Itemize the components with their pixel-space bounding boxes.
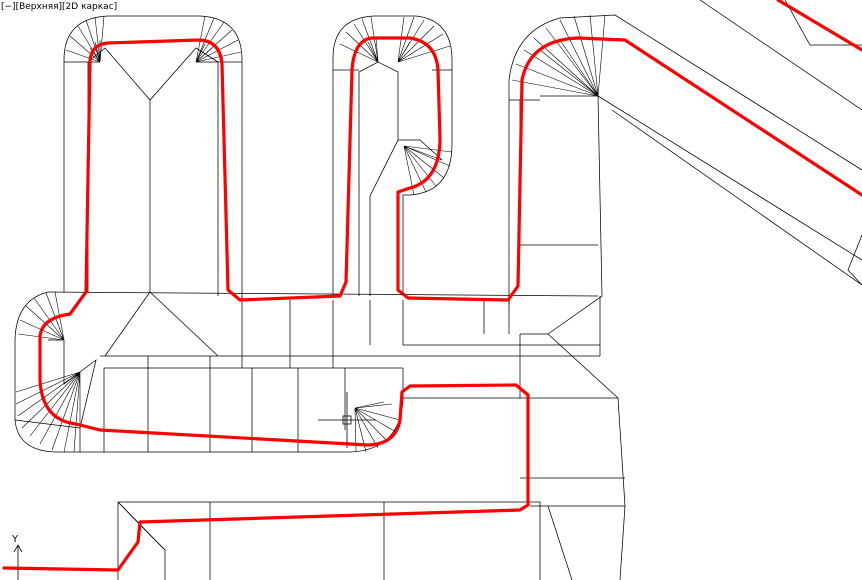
middle-finger-outline [332, 15, 453, 296]
fan-lower-left-bottom [15, 371, 81, 453]
road-geometry [14, 0, 862, 580]
right-finger-outline [508, 14, 862, 305]
ucs-y-label: Y [11, 534, 19, 545]
fan-left-top-left [65, 15, 105, 63]
fan-mid-bottom-right [403, 145, 453, 196]
viewport-controls-label[interactable]: [−][Верхняя][2D каркас] [1, 2, 118, 12]
left-finger-outline [63, 15, 243, 300]
ucs-icon: Y [11, 534, 23, 580]
lower-bulb-outline [14, 291, 404, 453]
route-path-top-right [776, 0, 862, 52]
crosshair-cursor-icon [318, 392, 376, 448]
fan-right-top-left [511, 14, 606, 97]
route-path [2, 36, 862, 572]
cross-band-outline [47, 291, 601, 357]
